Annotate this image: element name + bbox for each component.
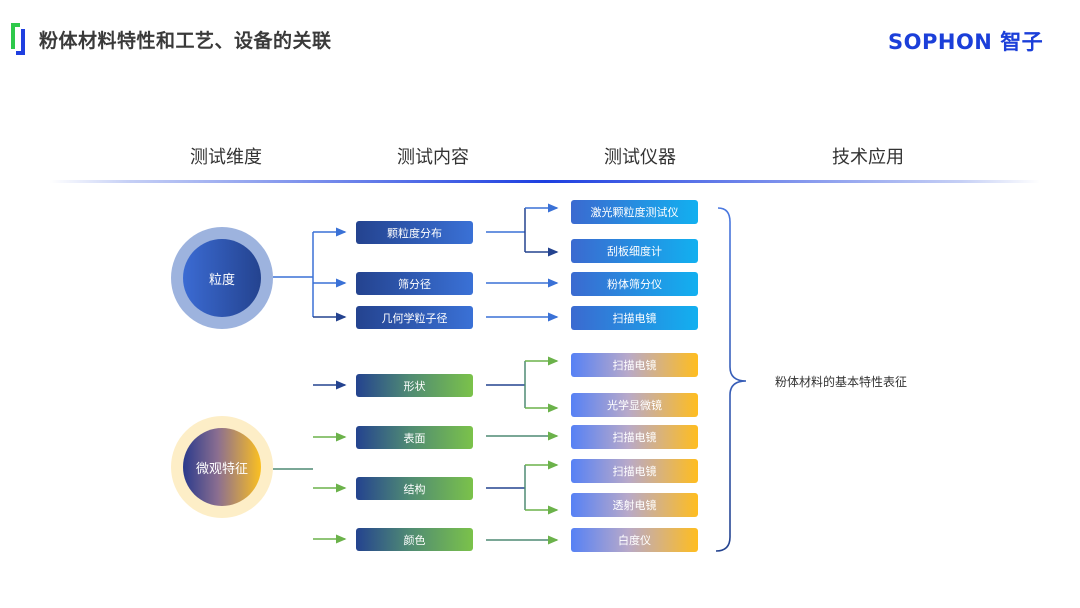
connector-dimension-granularity <box>273 227 347 322</box>
content-box: 颜色 <box>356 528 473 551</box>
content-box: 几何学粒子径 <box>356 306 473 329</box>
brace <box>715 207 747 552</box>
content-box: 筛分径 <box>356 272 473 295</box>
header-divider <box>50 180 1040 183</box>
connector-content-instruments <box>486 203 559 545</box>
instrument-box: 刮板细度计 <box>571 239 698 263</box>
brand-logo: SOPHON 智子 <box>888 26 1043 56</box>
dimension-label: 微观特征 <box>183 428 261 506</box>
instrument-box: 白度仪 <box>571 528 698 552</box>
content-box: 颗粒度分布 <box>356 221 473 244</box>
dimension-node-granularity: 粒度 <box>171 227 273 329</box>
instrument-box: 粉体筛分仪 <box>571 272 698 296</box>
connector-dimension-micro <box>273 380 347 544</box>
instrument-box: 透射电镜 <box>571 493 698 517</box>
column-header-application: 技术应用 <box>832 147 904 168</box>
instrument-box: 扫描电镜 <box>571 459 698 483</box>
instrument-box: 扫描电镜 <box>571 353 698 377</box>
page-title: 粉体材料特性和工艺、设备的关联 <box>39 30 332 52</box>
column-header-instrument: 测试仪器 <box>604 147 676 168</box>
content-box: 表面 <box>356 426 473 449</box>
application-label: 粉体材料的基本特性表征 <box>775 375 908 389</box>
brand-name-cn: 智子 <box>1000 30 1044 54</box>
column-header-content: 测试内容 <box>397 147 469 168</box>
instrument-box: 激光颗粒度测试仪 <box>571 200 698 224</box>
column-header-dimension: 测试维度 <box>190 147 262 168</box>
logo-mark-icon <box>11 23 25 55</box>
dimension-label: 粒度 <box>183 239 261 317</box>
content-box: 结构 <box>356 477 473 500</box>
instrument-box: 扫描电镜 <box>571 425 698 449</box>
content-box: 形状 <box>356 374 473 397</box>
brand-name: SOPHON <box>888 30 993 54</box>
instrument-box: 光学显微镜 <box>571 393 698 417</box>
instrument-box: 扫描电镜 <box>571 306 698 330</box>
dimension-node-micro-features: 微观特征 <box>171 416 273 518</box>
